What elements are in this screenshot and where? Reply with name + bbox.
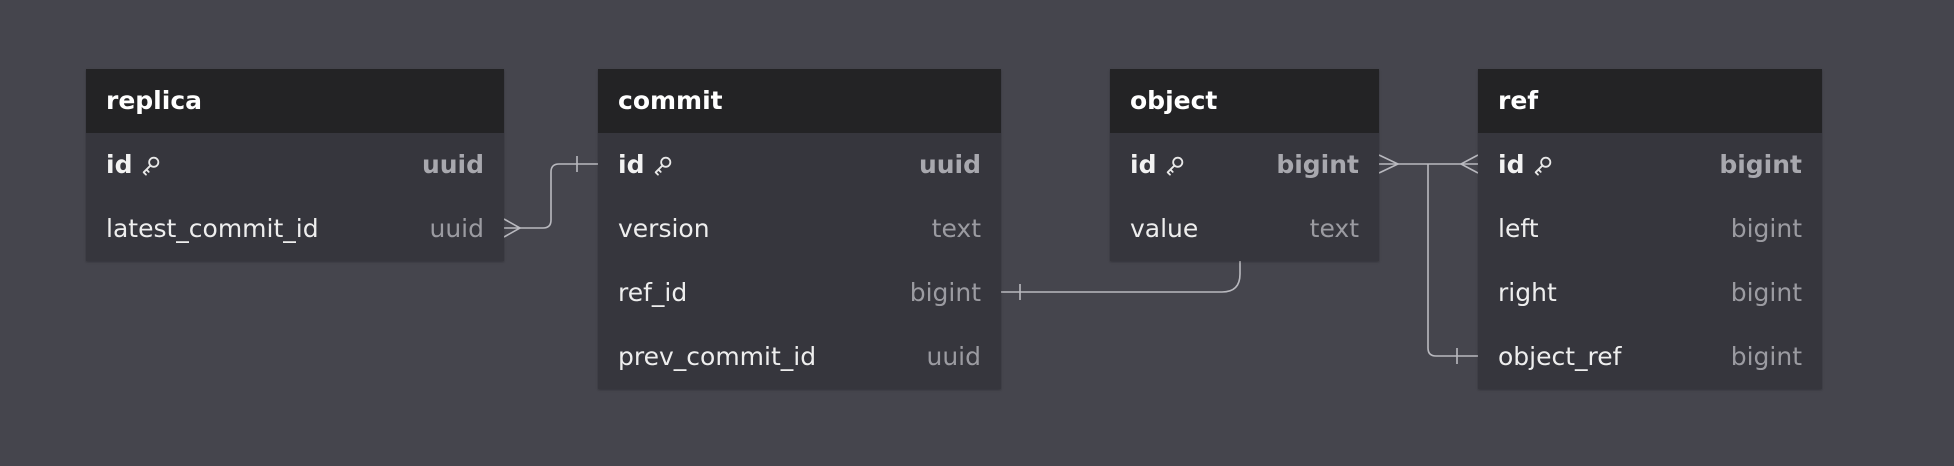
column-name: id [618, 133, 674, 197]
column-type: uuid [429, 214, 484, 243]
column-type: bigint [1730, 214, 1802, 243]
column-name: id [106, 133, 162, 197]
key-icon [1535, 156, 1552, 176]
column-type: uuid [926, 342, 981, 371]
column-name: prev_commit_id [618, 342, 817, 371]
table-header-ref: ref [1478, 69, 1822, 133]
column-row-right[interactable]: right bigint [1478, 261, 1822, 325]
column-name: ref_id [618, 278, 688, 307]
column-row-object-ref[interactable]: object_ref bigint [1478, 325, 1822, 389]
table-header-commit: commit [598, 69, 1001, 133]
table-replica[interactable]: replica id uuid latest_commit_id uuid [86, 69, 504, 261]
key-icon [143, 156, 160, 176]
column-type: text [1309, 214, 1359, 243]
column-row-id[interactable]: id bigint [1110, 133, 1379, 197]
column-name: latest_commit_id [106, 214, 319, 243]
key-icon [1167, 156, 1184, 176]
column-row-prev-commit-id[interactable]: prev_commit_id uuid [598, 325, 1001, 389]
column-type: text [931, 214, 981, 243]
relationship-object-ref-id [1378, 154, 1479, 174]
relationship-replica-commit [503, 156, 598, 238]
column-name: version [618, 214, 710, 243]
column-type: uuid [918, 150, 981, 179]
column-type: bigint [1719, 150, 1802, 179]
column-name: object_ref [1498, 342, 1622, 371]
key-icon [655, 156, 672, 176]
table-object[interactable]: object id bigint value text [1110, 69, 1379, 261]
column-type: bigint [1730, 278, 1802, 307]
column-name: left [1498, 214, 1539, 243]
column-row-id[interactable]: id uuid [598, 133, 1001, 197]
column-type: bigint [1276, 150, 1359, 179]
column-name: right [1498, 278, 1557, 307]
table-header-object: object [1110, 69, 1379, 133]
column-row-version[interactable]: version text [598, 197, 1001, 261]
column-row-left[interactable]: left bigint [1478, 197, 1822, 261]
column-type: bigint [909, 278, 981, 307]
column-row-id[interactable]: id uuid [86, 133, 504, 197]
column-row-latest-commit-id[interactable]: latest_commit_id uuid [86, 197, 504, 261]
table-header-replica: replica [86, 69, 504, 133]
column-name: id [1130, 133, 1186, 197]
table-ref[interactable]: ref id bigint left bigint right bigint o… [1478, 69, 1822, 389]
column-type: bigint [1730, 342, 1802, 371]
column-row-id[interactable]: id bigint [1478, 133, 1822, 197]
relationship-commit-object [1001, 260, 1241, 300]
table-commit[interactable]: commit id uuid version text ref_id bigin… [598, 69, 1001, 389]
relationship-object-ref-objectref [1427, 164, 1478, 364]
column-name: id [1498, 133, 1554, 197]
column-name: value [1130, 214, 1199, 243]
column-row-value[interactable]: value text [1110, 197, 1379, 261]
column-row-ref-id[interactable]: ref_id bigint [598, 261, 1001, 325]
column-type: uuid [421, 150, 484, 179]
